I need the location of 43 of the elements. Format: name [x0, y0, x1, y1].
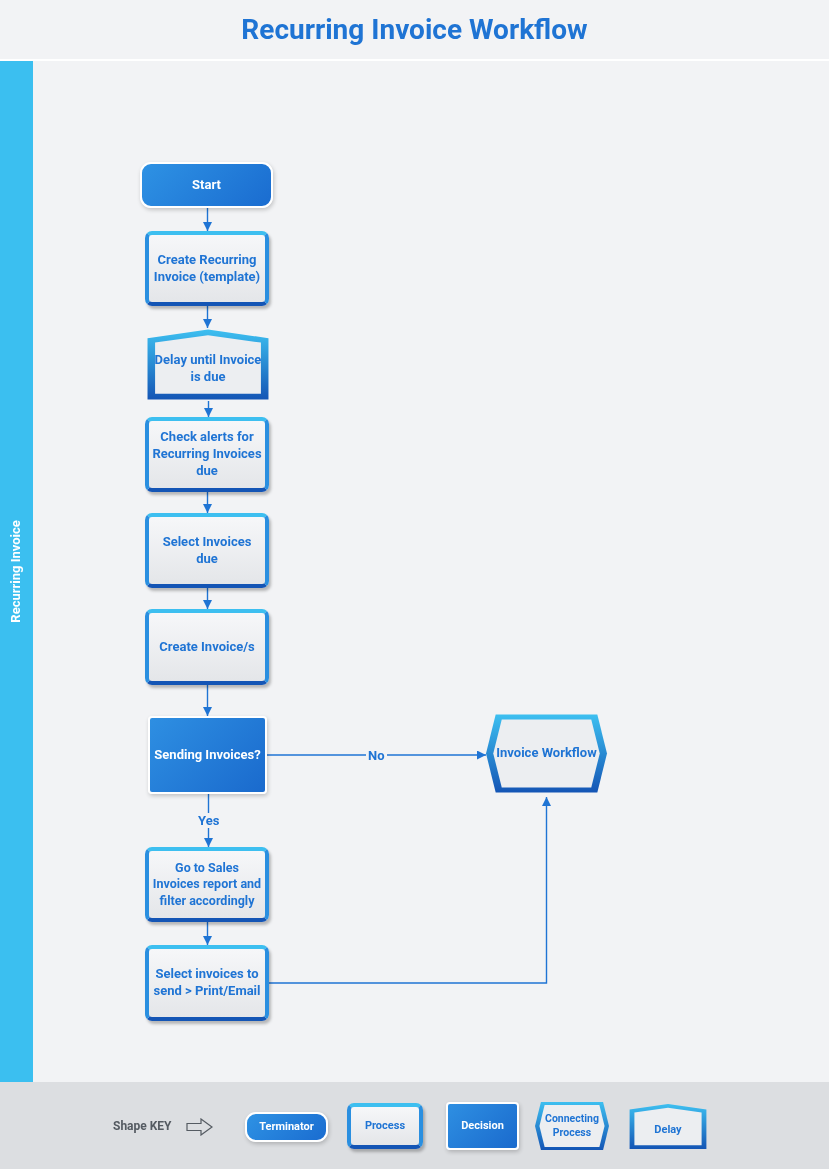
node-label: Process	[364, 1118, 406, 1134]
decision-box	[446, 1102, 519, 1150]
process-box	[347, 1103, 423, 1149]
node-label: Invoice Workflow	[496, 745, 597, 762]
delay-shape	[145, 328, 271, 401]
edge-label: Yes	[196, 813, 222, 828]
decision-box	[148, 716, 267, 794]
arrow	[203, 305, 212, 329]
node-label: Create Invoice/s	[159, 638, 255, 656]
arrow	[203, 921, 212, 946]
arrow	[203, 207, 212, 232]
connecting-process-hexagon	[486, 713, 607, 794]
process-box	[145, 609, 269, 685]
arrow	[204, 400, 213, 418]
node-label: Decision	[461, 1118, 504, 1134]
diagram-title: Recurring Invoice Workflow	[241, 13, 588, 46]
arrow	[203, 684, 212, 717]
node-label: Sending Invoices?	[154, 746, 261, 764]
lane-title: Recurring Invoice	[8, 520, 25, 623]
arrow	[203, 491, 212, 514]
node-label: Go to Sales Invoices report and filter accordingly	[151, 860, 263, 909]
node-label: Create Recurring Invoice (template)	[152, 251, 262, 286]
process-box	[145, 847, 269, 922]
node-label: Start	[192, 176, 221, 194]
node-label: Terminator	[259, 1119, 314, 1135]
node-label: Delay until Invoice is due	[153, 351, 263, 386]
swimlane-band	[0, 61, 33, 1082]
connecting-process-hexagon	[535, 1101, 609, 1151]
terminator-shape	[245, 1112, 328, 1142]
node-label: Check alerts for Recurring Invoices due	[151, 429, 263, 480]
node-label: Connecting Process	[544, 1112, 600, 1140]
arrow	[203, 587, 212, 610]
process-box	[145, 417, 269, 492]
process-box	[145, 945, 269, 1021]
key-caption: Shape KEY	[113, 1119, 172, 1133]
process-box	[145, 513, 269, 588]
node-label: Select Invoices due	[161, 533, 253, 568]
arrow	[266, 750, 487, 760]
node-label: Delay	[654, 1123, 682, 1138]
node-label: Select invoices to send > Print/Email	[152, 966, 262, 1000]
arrow	[268, 796, 551, 984]
process-box	[145, 231, 269, 306]
terminator-shape	[140, 162, 273, 208]
